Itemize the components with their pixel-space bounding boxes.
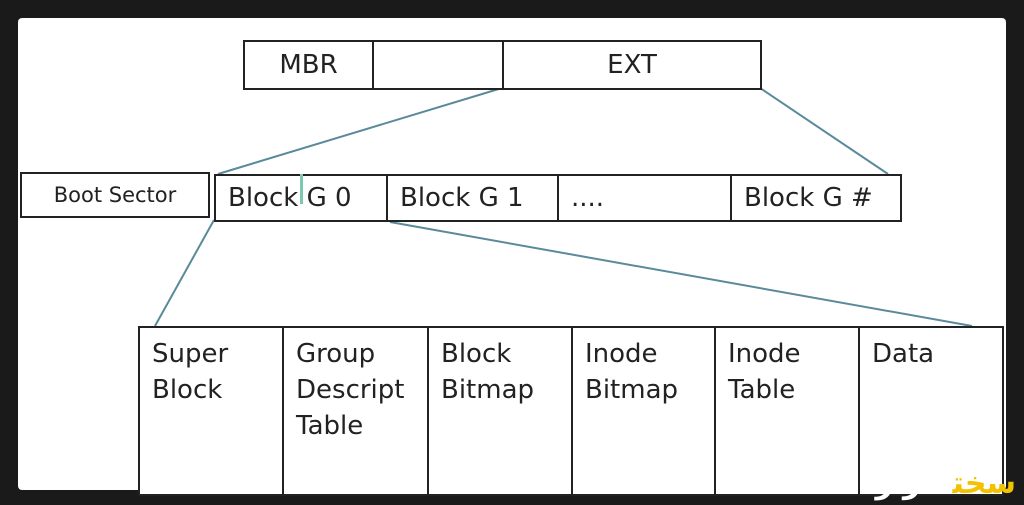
inode-table-cell: Inode Table [714,326,860,496]
block-bitmap-cell: Block Bitmap [427,326,573,496]
block-group-last: Block G # [730,174,902,222]
watermark-logo: سختافزار [875,466,1017,501]
cursor-mark [300,174,303,204]
group-descriptor-table-cell: Group Descript Table [282,326,429,496]
ext-cell: EXT [502,40,762,90]
data-cell: Data [858,326,1004,496]
super-block-cell: Super Block [138,326,284,496]
connector-ext-left [217,87,503,175]
connector-bg0-right [389,221,973,327]
connector-ext-right [759,87,889,175]
inode-bitmap-cell: Inode Bitmap [571,326,716,496]
boot-sector-cell: Boot Sector [20,172,210,218]
connector-lines [154,87,973,327]
block-group-ellipsis: .... [557,174,732,222]
mbr-cell: MBR [243,40,374,90]
block-group-1: Block G 1 [386,174,559,222]
diagram-canvas: MBR EXT Boot Sector Block G 0 Block G 1 … [18,18,1006,496]
connector-bg0-left [154,219,215,327]
empty-partition-cell [372,40,504,90]
